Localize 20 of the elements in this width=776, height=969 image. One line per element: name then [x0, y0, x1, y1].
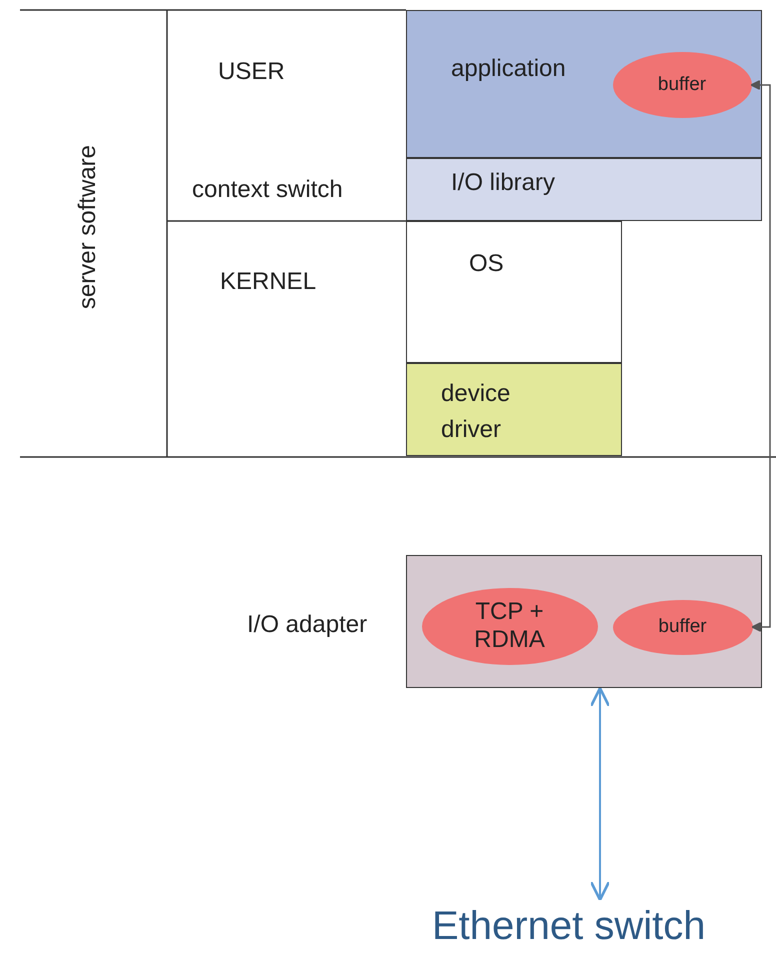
- application-box: [406, 10, 762, 158]
- buffer-ellipse: buffer: [612, 600, 752, 654]
- arrow: [750, 80, 771, 632]
- region-label: USER: [218, 58, 285, 86]
- node-label: Ethernet switch: [432, 902, 772, 964]
- adapter-box: [406, 555, 762, 688]
- box-label: application: [451, 55, 566, 83]
- os-box: [406, 221, 622, 363]
- side-label: server software: [74, 145, 102, 310]
- arrow: [590, 686, 610, 902]
- region-label: KERNEL: [220, 268, 316, 296]
- driver-box: [406, 363, 622, 456]
- box-label: OS: [469, 250, 504, 278]
- protocol-ellipse: TCP + RDMA: [422, 588, 598, 664]
- library-box: [406, 158, 762, 221]
- buffer-ellipse: buffer: [612, 52, 752, 118]
- box-label: device driver: [441, 379, 512, 445]
- box-label: I/O library: [451, 169, 556, 197]
- side-label: I/O adapter: [247, 611, 368, 639]
- region-label: context switch: [192, 176, 343, 204]
